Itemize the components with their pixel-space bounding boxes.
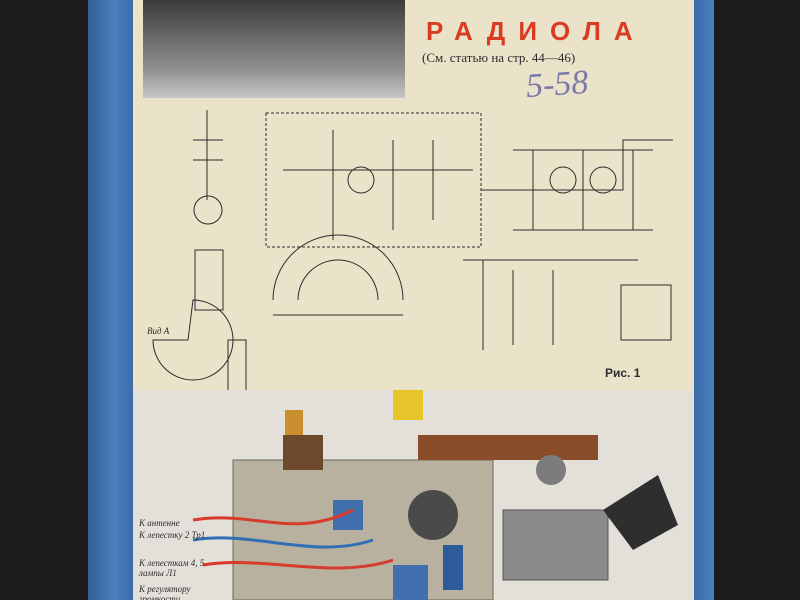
view-label: Вид А xyxy=(147,326,170,336)
figure-caption: Рис. 1 xyxy=(605,366,641,380)
page-subtitle: (См. статью на стр. 44—46) xyxy=(422,50,576,65)
page-title: РАДИОЛА xyxy=(426,16,646,46)
left-book-spine xyxy=(88,0,133,600)
circuit-diagram xyxy=(152,110,673,390)
label-antenna: К антенне xyxy=(139,518,180,528)
bottom-assembly-photo: К антенне К лепестку 2 Тр1 К лепесткам 4… xyxy=(133,390,694,600)
assembly-illustration xyxy=(192,390,678,600)
label-volume-control: К регулятору громкости xyxy=(139,584,191,600)
top-chassis-photo xyxy=(143,0,405,98)
magazine-page: РАДИОЛА (См. статью на стр. 44—46) 5-58 … xyxy=(133,0,694,600)
label-tube-tabs: К лепесткам 4, 5 лампы Л1 xyxy=(139,558,205,578)
label-transformer-tab: К лепестку 2 Тр1 xyxy=(139,530,206,540)
right-book-edge xyxy=(694,0,714,600)
